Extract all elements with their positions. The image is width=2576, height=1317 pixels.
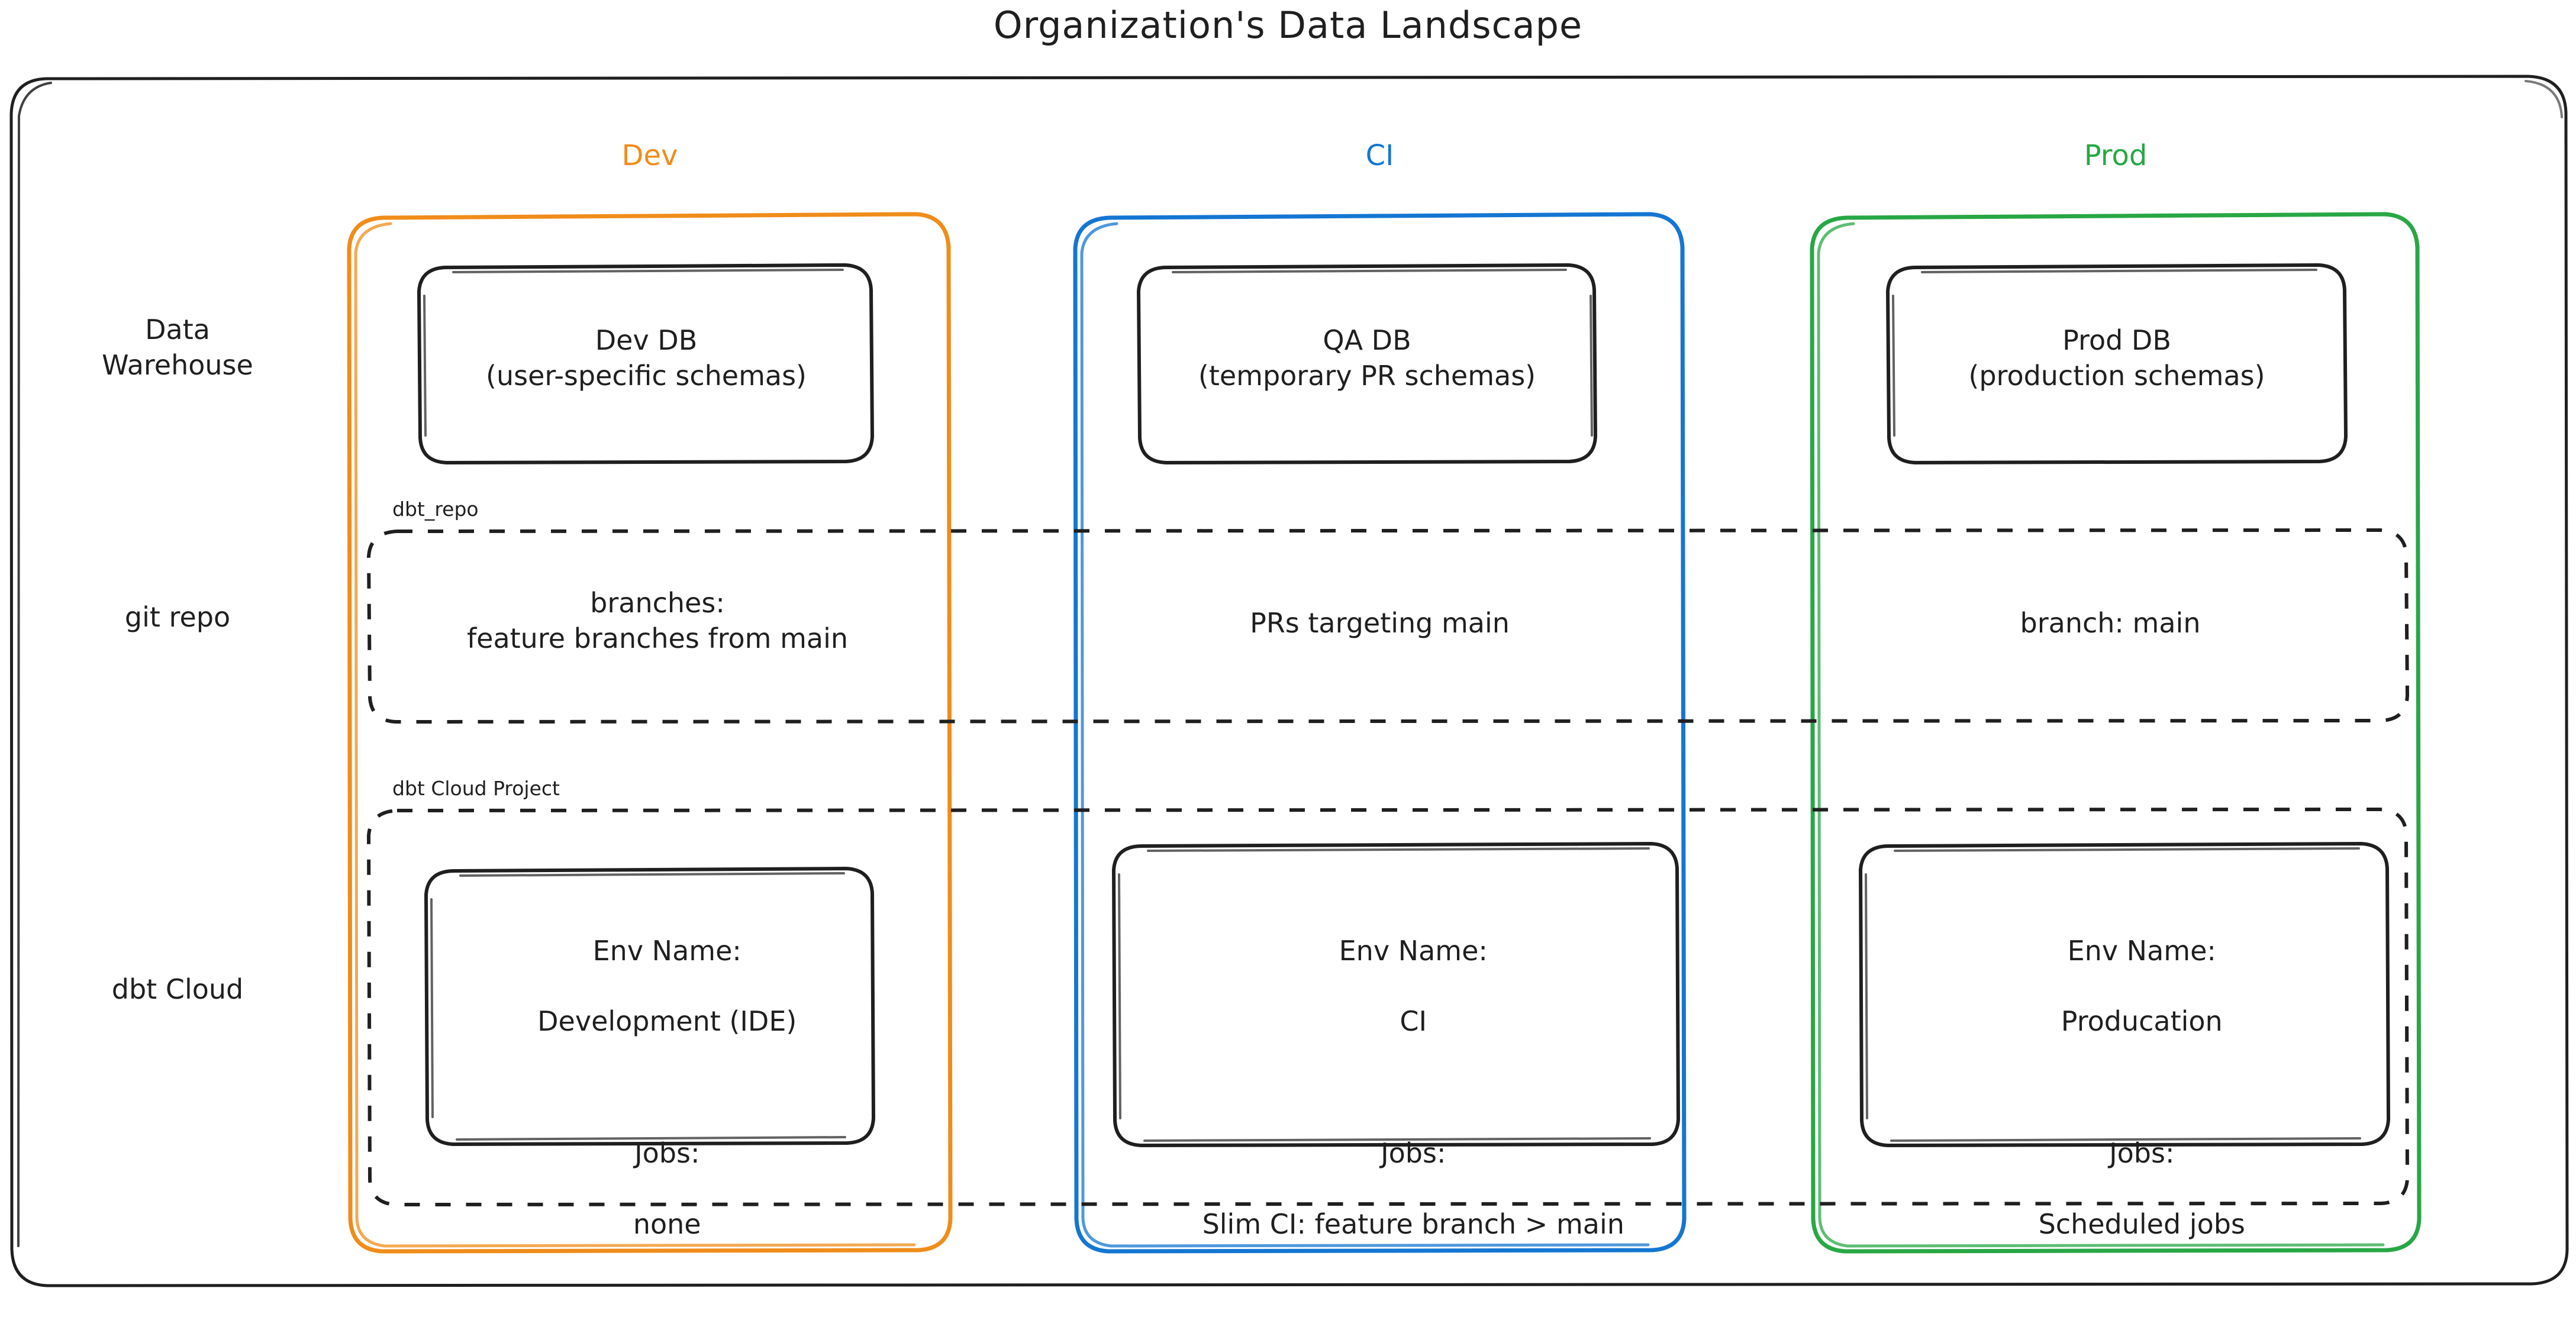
node-prod-git-label: branch: main — [2020, 607, 2201, 639]
outer-frame-border-shadow — [17, 82, 52, 1247]
node-dev-db-label: Dev DB (user-specific schemas) — [486, 324, 807, 392]
node-ci-git-label: PRs targeting main — [1250, 607, 1510, 639]
dev-jobs-heading: Jobs: — [634, 1137, 700, 1170]
ci-jobs-heading: Jobs: — [1381, 1137, 1446, 1170]
prod-jobs-value: Scheduled jobs — [2038, 1208, 2245, 1241]
dev-env-value: Development (IDE) — [537, 1005, 797, 1038]
node-qa-db-label: QA DB (temporary PR schemas) — [1198, 324, 1536, 392]
node-prod-env-label: Env Name: Producation Jobs: Scheduled jo… — [1861, 898, 2388, 1278]
group-label-dbt-repo: dbt_repo — [392, 498, 479, 521]
prod-env-spacer — [1861, 1075, 2388, 1101]
page-title: Organization's Data Landscape — [993, 4, 1583, 47]
ci-env-spacer — [1114, 1075, 1678, 1101]
row-label-data-warehouse: Data Warehouse — [102, 314, 253, 381]
node-ci-env-label: Env Name: CI Jobs: Slim CI: feature bran… — [1114, 898, 1678, 1278]
prod-env-value: Producation — [2061, 1005, 2223, 1038]
prod-env-heading: Env Name: — [2067, 934, 2216, 967]
column-header-dev: Dev — [621, 139, 678, 172]
row-label-git-repo: git repo — [124, 601, 231, 633]
column-header-prod: Prod — [2084, 139, 2148, 172]
ci-jobs-value: Slim CI: feature branch > main — [1202, 1208, 1624, 1241]
group-label-dbt-cloud-project: dbt Cloud Project — [392, 777, 560, 800]
dev-jobs-value: none — [633, 1208, 701, 1241]
ci-env-value: CI — [1400, 1005, 1427, 1038]
node-prod-db-label: Prod DB (production schemas) — [1968, 324, 2265, 392]
column-header-ci: CI — [1365, 139, 1394, 172]
outer-frame-border-shadow-2 — [2525, 80, 2563, 118]
dev-env-heading: Env Name: — [592, 934, 741, 967]
prod-jobs-heading: Jobs: — [2109, 1137, 2175, 1170]
node-dev-git-label: branches: feature branches from main — [466, 587, 849, 654]
row-label-dbt-cloud: dbt Cloud — [111, 973, 244, 1005]
dev-env-spacer — [426, 1075, 873, 1101]
ci-env-heading: Env Name: — [1339, 934, 1488, 967]
node-dev-env-label: Env Name: Development (IDE) Jobs: none — [426, 898, 873, 1278]
